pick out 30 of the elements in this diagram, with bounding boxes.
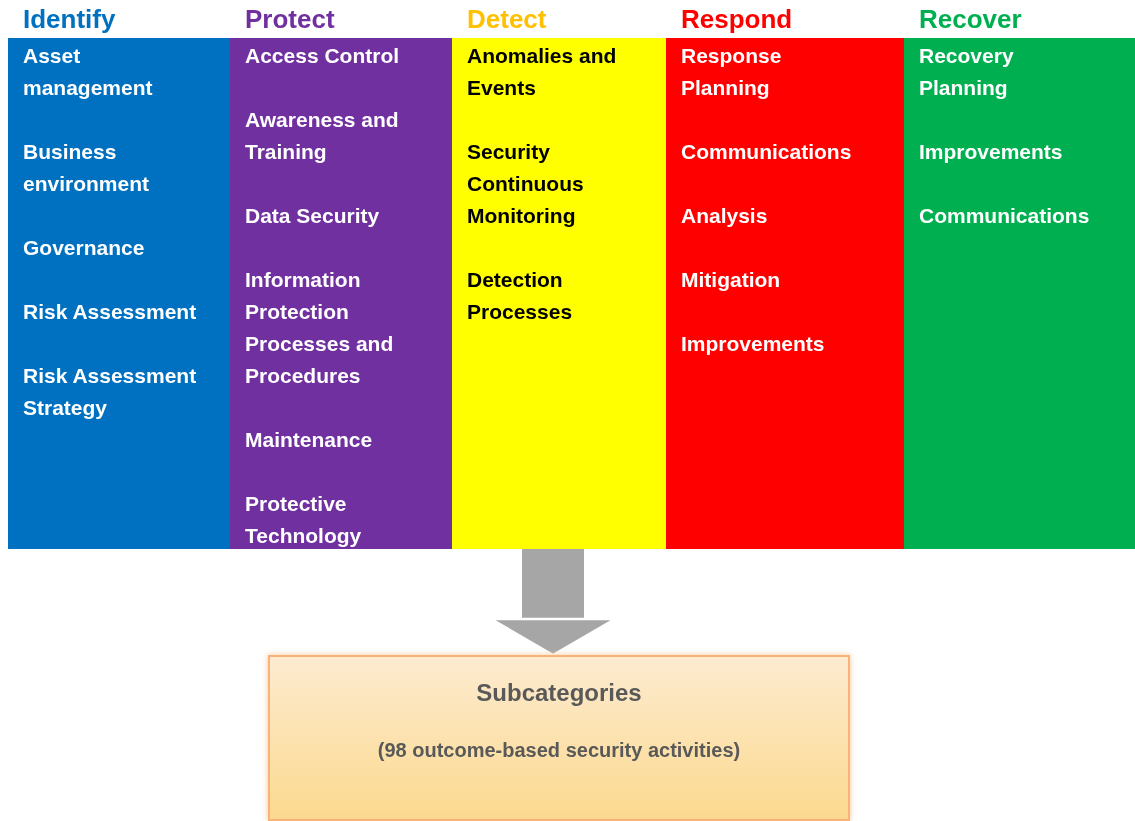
subcategory-text: Detection Processes xyxy=(467,267,574,325)
subcategory-text: Asset management xyxy=(23,43,154,101)
subcategory-text: Communications xyxy=(919,203,1091,229)
subcategory-text: Improvements xyxy=(919,139,1064,165)
subcategory-text: Data Security xyxy=(245,203,381,229)
category-heading: Identify xyxy=(23,3,116,36)
category-heading: Respond xyxy=(681,3,793,36)
summary-note: (98 outcome-based security activities) xyxy=(376,739,742,762)
subcategory-text: Security Continuous Monitoring xyxy=(467,139,585,229)
summary-box xyxy=(268,655,850,821)
category-heading: Protect xyxy=(245,3,335,36)
subcategory-text: Mitigation xyxy=(681,267,782,293)
subcategory-text: Improvements xyxy=(681,331,826,357)
subcategory-text: Communications xyxy=(681,139,853,165)
subcategory-text: Governance xyxy=(23,235,146,261)
subcategory-text: Response Planning xyxy=(681,43,783,101)
subcategory-text: Maintenance xyxy=(245,427,374,453)
subcategory-text: Business environment xyxy=(23,139,151,197)
subcategory-text: Protective Technology xyxy=(245,491,363,549)
summary-title: Subcategories xyxy=(475,679,643,707)
subcategory-text: Analysis xyxy=(681,203,769,229)
subcategory-text: Anomalies and Events xyxy=(467,43,618,101)
subcategory-text: Awareness and Training xyxy=(245,107,400,165)
subcategory-text: Information Protection Processes and Procedures xyxy=(245,267,395,389)
subcategory-text: Risk Assessment xyxy=(23,299,198,325)
subcategory-text: Access Control xyxy=(245,43,401,69)
subcategory-text: Recovery Planning xyxy=(919,43,1015,101)
category-heading: Recover xyxy=(919,3,1022,36)
subcategory-text: Risk Assessment Strategy xyxy=(23,363,198,421)
category-heading: Detect xyxy=(467,3,547,36)
